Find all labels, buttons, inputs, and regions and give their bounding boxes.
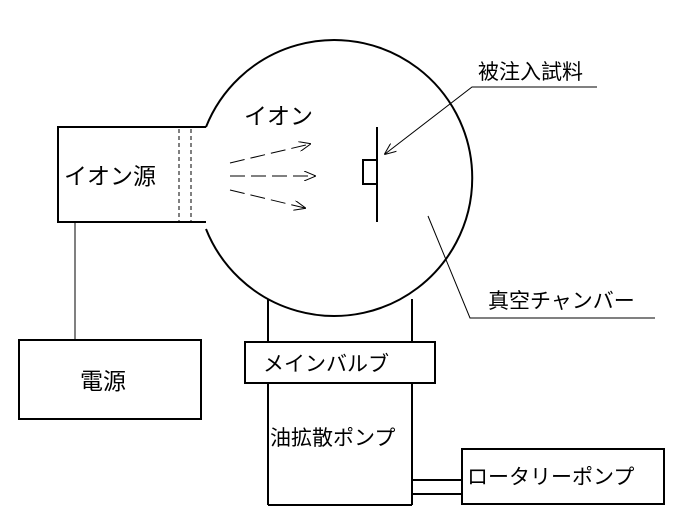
vacuum-chamber-label: 真空チャンバー [488,289,635,313]
ion-label: イオン [244,104,313,130]
power-supply-label: 電源 [80,369,126,395]
ion-beam-arrow-lower [229,189,305,208]
sample-label: 被注入試料 [478,60,583,84]
sample-leader-line [385,86,597,154]
chamber-leader-line [427,215,655,319]
power-supply-box [18,339,202,420]
rotary-pump-box [461,448,665,505]
ion-source-label: イオン源 [64,164,156,190]
diffusion-pump-label: 油拡散ポンプ [270,426,395,450]
sample-piece [362,159,378,185]
main-valve-box [244,341,436,384]
vacuum-chamber-shape [205,39,474,317]
rotary-pump-label: ロータリーポンプ [467,465,634,489]
main-valve-label: メインバルブ [263,352,389,376]
ion-beam-arrow-upper [229,144,310,164]
ion-source-box [57,126,206,223]
